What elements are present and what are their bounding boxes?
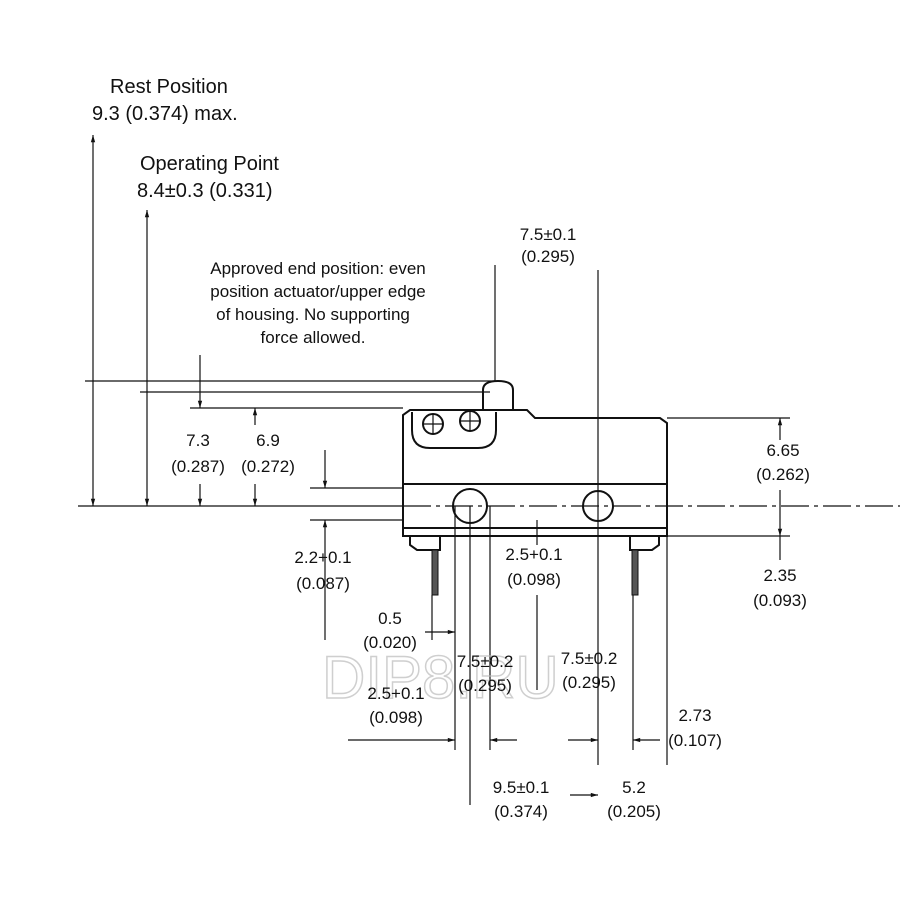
terminal-pin [431, 549, 439, 596]
dimension-arrows [348, 629, 660, 798]
reference-lines [78, 380, 900, 537]
svg-text:(0.374): (0.374) [494, 802, 548, 821]
svg-text:(0.295): (0.295) [521, 247, 575, 266]
dim-5-2: 5.2 [622, 778, 646, 797]
svg-text:(0.098): (0.098) [369, 708, 423, 727]
operating-point-title: Operating Point [140, 153, 279, 175]
svg-text:(0.087): (0.087) [296, 574, 350, 593]
dim-2-5-mid: 2.5+0.1 [505, 545, 562, 564]
rest-position-title: Rest Position [110, 76, 228, 98]
svg-text:(0.093): (0.093) [753, 591, 807, 610]
svg-text:of housing. No supporting: of housing. No supporting [216, 305, 410, 324]
dim-7-5-right: 7.5±0.2 [561, 649, 618, 668]
svg-text:(0.295): (0.295) [562, 673, 616, 692]
svg-text:(0.262): (0.262) [756, 465, 810, 484]
svg-text:(0.098): (0.098) [507, 570, 561, 589]
dim-2-2: 2.2+0.1 [294, 548, 351, 567]
dim-9-5: 9.5±0.1 [493, 778, 550, 797]
operating-point-value: 8.4±0.3 (0.331) [137, 180, 273, 202]
svg-text:(0.287): (0.287) [171, 457, 225, 476]
approved-end-note: Approved end position: even position act… [210, 259, 426, 347]
screw-icon [422, 413, 444, 435]
svg-text:position actuator/upper edge: position actuator/upper edge [210, 282, 426, 301]
svg-text:Approved end position: even: Approved end position: even [210, 259, 426, 278]
dim-6-9: 6.9 [256, 431, 280, 450]
extension-lines [90, 135, 783, 805]
svg-text:force allowed.: force allowed. [261, 328, 366, 347]
dim-0-5: 0.5 [378, 609, 402, 628]
screw-icon [459, 410, 481, 432]
dim-2-73: 2.73 [678, 706, 711, 725]
svg-text:(0.107): (0.107) [668, 731, 722, 750]
terminal-pin [631, 549, 639, 596]
dim-6-65: 6.65 [766, 441, 799, 460]
watermark: DIP8.RU [322, 644, 559, 711]
dim-7-3: 7.3 [186, 431, 210, 450]
rest-position-value: 9.3 (0.374) max. [92, 103, 238, 125]
dim-7-5-left: 7.5±0.2 [457, 652, 514, 671]
svg-text:(0.272): (0.272) [241, 457, 295, 476]
svg-text:(0.205): (0.205) [607, 802, 661, 821]
svg-text:(0.020): (0.020) [363, 633, 417, 652]
dim-2-5-left: 2.5+0.1 [367, 684, 424, 703]
actuator-plunger [482, 379, 514, 410]
svg-text:(0.295): (0.295) [458, 676, 512, 695]
dim-2-35: 2.35 [763, 566, 796, 585]
dim-7-5-top: 7.5±0.1 [520, 225, 577, 244]
